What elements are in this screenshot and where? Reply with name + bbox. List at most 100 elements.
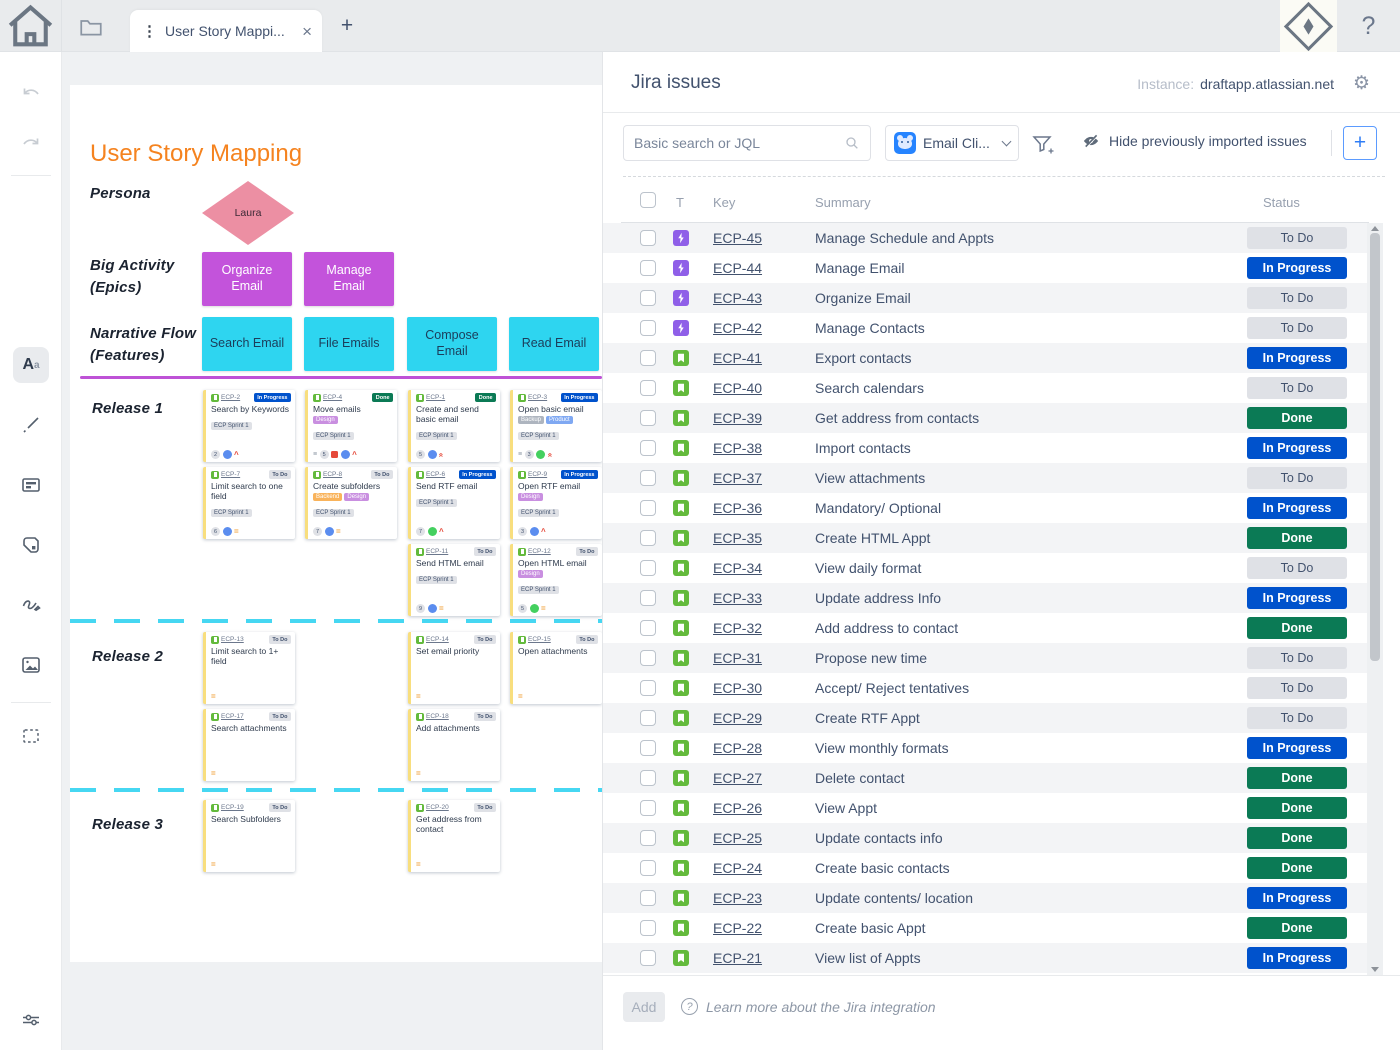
issue-key-link[interactable]: ECP-40 [713, 380, 763, 396]
settings-gear-button[interactable]: ⚙ [1352, 73, 1370, 94]
issue-key-link[interactable]: ECP-30 [713, 680, 763, 696]
issue-key-link[interactable]: ECP-35 [713, 530, 763, 546]
issue-key-link[interactable]: ECP-23 [713, 890, 763, 906]
row-checkbox[interactable] [640, 470, 656, 486]
feature-box[interactable]: Read Email [509, 317, 599, 371]
row-checkbox[interactable] [640, 680, 656, 696]
row-checkbox[interactable] [640, 290, 656, 306]
row-checkbox[interactable] [640, 830, 656, 846]
tab-menu-icon[interactable]: ⋮ [142, 23, 157, 40]
card-key[interactable]: ECP-4 [323, 394, 343, 401]
row-checkbox[interactable] [640, 440, 656, 456]
card-key[interactable]: ECP-19 [221, 804, 244, 811]
project-select-dropdown[interactable]: Email Cli... [885, 125, 1019, 161]
row-checkbox[interactable] [640, 770, 656, 786]
redo-button[interactable] [13, 126, 49, 162]
whiteboard-canvas[interactable]: User Story Mapping Persona Laura Big Act… [62, 52, 602, 1050]
row-checkbox[interactable] [640, 260, 656, 276]
card-key[interactable]: ECP-7 [221, 471, 241, 478]
row-checkbox[interactable] [640, 530, 656, 546]
scrollbar-thumb[interactable] [1370, 233, 1380, 661]
add-issue-button[interactable]: + [1343, 126, 1377, 160]
card-key[interactable]: ECP-13 [221, 636, 244, 643]
issue-key-link[interactable]: ECP-24 [713, 860, 763, 876]
feature-box[interactable]: Compose Email [407, 317, 497, 371]
issue-key-link[interactable]: ECP-41 [713, 350, 763, 366]
add-selected-button[interactable]: Add [623, 992, 665, 1022]
hide-imported-toggle[interactable]: Hide previously imported issues [1081, 132, 1307, 150]
issue-key-link[interactable]: ECP-29 [713, 710, 763, 726]
card-key[interactable]: ECP-2 [221, 394, 241, 401]
row-checkbox[interactable] [640, 380, 656, 396]
row-checkbox[interactable] [640, 350, 656, 366]
issue-search-box[interactable] [623, 125, 871, 161]
card-key[interactable]: ECP-8 [323, 471, 343, 478]
row-checkbox[interactable] [640, 590, 656, 606]
home-button[interactable] [0, 0, 62, 52]
issue-key-link[interactable]: ECP-34 [713, 560, 763, 576]
card-key[interactable]: ECP-3 [528, 394, 548, 401]
card-key[interactable]: ECP-11 [426, 548, 449, 555]
issue-key-link[interactable]: ECP-39 [713, 410, 763, 426]
image-tool-button[interactable] [13, 647, 49, 683]
feature-box[interactable]: File Emails [304, 317, 394, 371]
card-key[interactable]: ECP-1 [426, 394, 446, 401]
pen-tool-button[interactable] [13, 587, 49, 623]
issue-key-link[interactable]: ECP-36 [713, 500, 763, 516]
card-key[interactable]: ECP-20 [426, 804, 449, 811]
card-key[interactable]: ECP-17 [221, 713, 244, 720]
issue-key-link[interactable]: ECP-45 [713, 230, 763, 246]
card-key[interactable]: ECP-9 [528, 471, 548, 478]
settings-sliders-button[interactable] [13, 1002, 49, 1038]
issue-key-link[interactable]: ECP-44 [713, 260, 763, 276]
row-checkbox[interactable] [640, 650, 656, 666]
row-checkbox[interactable] [640, 890, 656, 906]
row-checkbox[interactable] [640, 800, 656, 816]
projects-folder-button[interactable] [78, 14, 104, 38]
issue-key-link[interactable]: ECP-31 [713, 650, 763, 666]
row-checkbox[interactable] [640, 950, 656, 966]
jira-panel-toggle-button[interactable] [1280, 0, 1337, 52]
row-checkbox[interactable] [640, 230, 656, 246]
line-tool-button[interactable] [13, 407, 49, 443]
select-all-checkbox[interactable] [640, 192, 656, 208]
issue-key-link[interactable]: ECP-42 [713, 320, 763, 336]
help-button[interactable]: ? [1361, 11, 1376, 40]
shape-tool-button[interactable] [13, 527, 49, 563]
issue-key-link[interactable]: ECP-27 [713, 770, 763, 786]
card-key[interactable]: ECP-6 [426, 471, 446, 478]
card-key[interactable]: ECP-14 [426, 636, 449, 643]
new-tab-button[interactable]: + [340, 14, 354, 37]
row-checkbox[interactable] [640, 410, 656, 426]
row-checkbox[interactable] [640, 920, 656, 936]
issue-key-link[interactable]: ECP-25 [713, 830, 763, 846]
card-key[interactable]: ECP-18 [426, 713, 449, 720]
